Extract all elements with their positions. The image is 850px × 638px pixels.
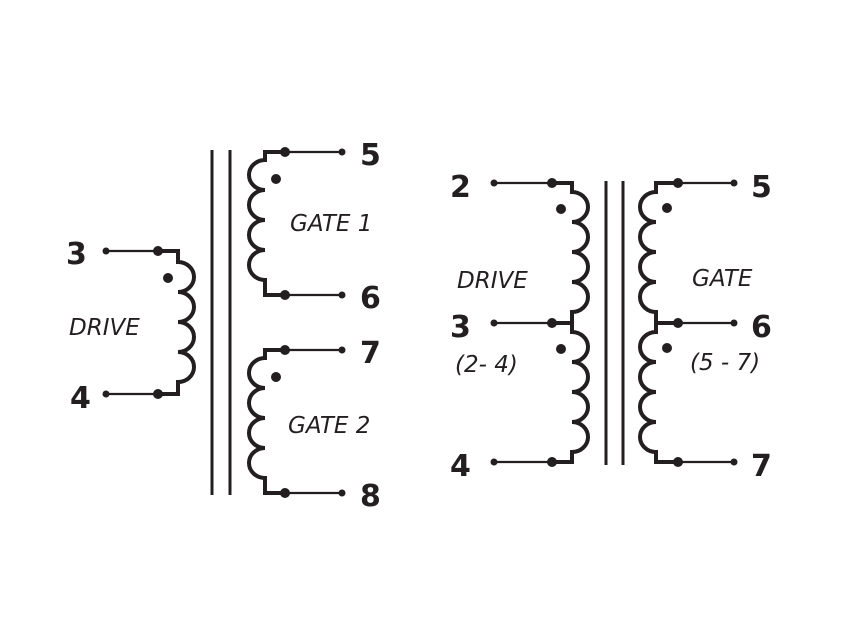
pin-label: 5 — [751, 170, 772, 205]
pin-label: 7 — [360, 336, 381, 371]
winding-range: (2- 4) — [455, 352, 518, 378]
right-transformer: 2 3 4 DRIVE (2- 4) 5 6 7 GATE (5 - 7) — [450, 170, 772, 484]
right-gate-winding: 5 6 7 GATE (5 - 7) — [638, 170, 772, 484]
right-drive-winding: 2 3 4 DRIVE (2- 4) — [450, 170, 590, 484]
gate1-winding: 5 6 GATE 1 — [247, 138, 381, 316]
polarity-dot — [662, 203, 672, 213]
winding-label: GATE 2 — [288, 413, 370, 439]
left-drive-winding: 3 4 DRIVE — [66, 237, 196, 416]
polarity-dot — [556, 204, 566, 214]
pin-label: 3 — [66, 237, 87, 272]
polarity-dot — [271, 372, 281, 382]
pin-label: 2 — [450, 170, 471, 205]
polarity-dot — [271, 174, 281, 184]
winding-label: GATE 1 — [290, 211, 372, 237]
pin-label: 6 — [360, 281, 381, 316]
polarity-dot — [163, 273, 173, 283]
pin-label: 8 — [360, 479, 381, 514]
left-transformer: 3 4 DRIVE 5 6 GATE 1 7 8 GATE 2 — [66, 138, 381, 514]
pin-label: 6 — [751, 310, 772, 345]
gate2-winding: 7 8 GATE 2 — [247, 336, 381, 514]
winding-label: DRIVE — [69, 315, 140, 341]
polarity-dot — [556, 344, 566, 354]
pin-label: 7 — [751, 449, 772, 484]
winding-label: DRIVE — [457, 268, 528, 294]
polarity-dot — [662, 343, 672, 353]
pin-label: 5 — [360, 138, 381, 173]
pin-label: 4 — [70, 381, 91, 416]
pin-label: 4 — [450, 449, 471, 484]
pin-label: 3 — [450, 310, 471, 345]
winding-range: (5 - 7) — [690, 350, 760, 376]
winding-label: GATE — [692, 266, 753, 292]
